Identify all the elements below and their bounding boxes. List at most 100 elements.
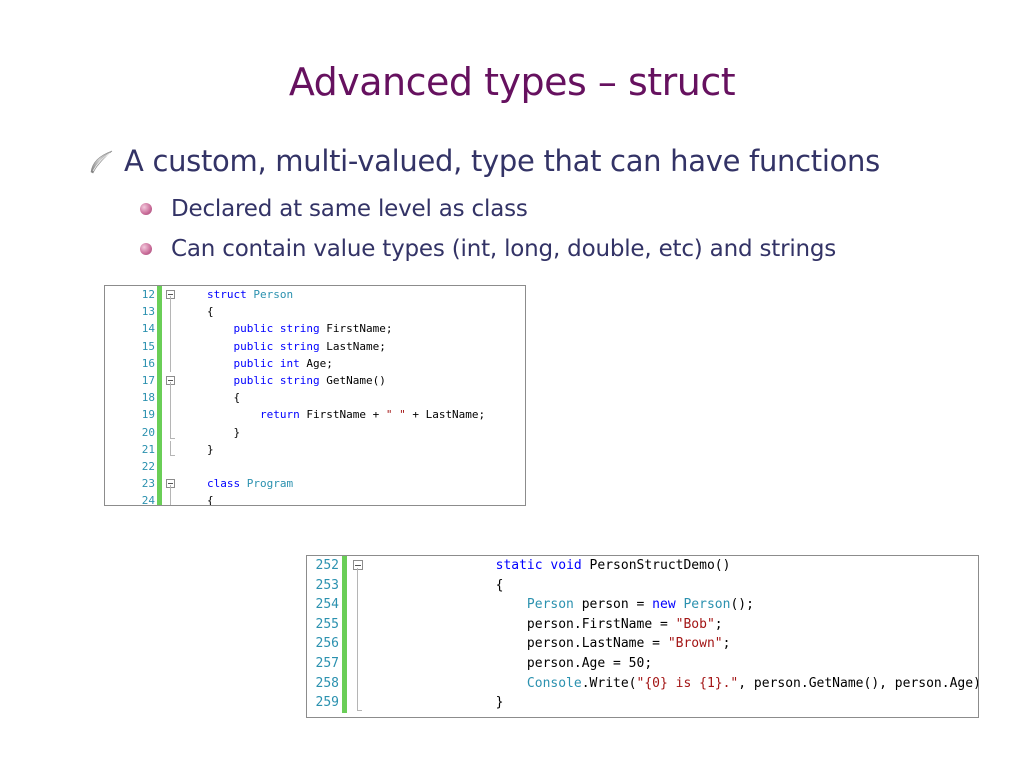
outline-line [170, 423, 171, 439]
code-token: , person.GetName(), person.Age); [738, 675, 979, 691]
code-token: Person [526, 597, 574, 613]
line-number: 24 [141, 494, 155, 506]
code-token: public [233, 356, 274, 370]
outline-margin [351, 673, 365, 694]
quill-bullet-icon [90, 150, 113, 174]
outline-margin [165, 372, 177, 390]
round-bullet-icon [140, 243, 152, 255]
code-token [207, 340, 234, 353]
line-number: 13 [141, 305, 155, 319]
code-line: 24 { [105, 492, 525, 506]
code-line: 16 public int Age; [105, 354, 525, 372]
outline-margin [165, 286, 177, 304]
outline-line [357, 693, 358, 711]
change-marker [157, 389, 162, 407]
change-marker [157, 371, 162, 390]
code-token [273, 322, 280, 335]
code-token: void [550, 558, 582, 573]
code-token: FirstName; [319, 322, 393, 336]
change-marker [157, 423, 162, 441]
outline-line [357, 673, 358, 694]
line-number: 18 [141, 391, 155, 405]
code-token: Age; [299, 356, 333, 370]
change-marker [157, 406, 162, 424]
outline-margin [351, 575, 365, 596]
code-line: 22 [105, 457, 525, 476]
change-marker [342, 556, 347, 576]
code-token: "Brown" [667, 636, 723, 652]
code-text: { [207, 492, 214, 506]
code-text: static void PersonStructDemo() [433, 556, 731, 576]
code-line: 17 public string GetName() [105, 371, 525, 390]
code-text: { [207, 303, 214, 320]
code-token: return [259, 408, 300, 422]
line-number: 23 [141, 477, 155, 491]
slide-title: Advanced types – struct [288, 60, 736, 104]
code-line: 23 class Program [105, 475, 525, 493]
collapse-icon[interactable] [353, 560, 363, 570]
change-marker [157, 457, 162, 476]
code-text: return FirstName + " " + LastName; [207, 406, 485, 423]
outline-margin [351, 653, 365, 674]
code-token: ; [714, 616, 723, 632]
bullet-level2: Declared at same level as class [140, 196, 528, 222]
outline-line [170, 320, 171, 338]
code-text: public string GetName() [207, 372, 386, 389]
outline-margin [165, 303, 177, 321]
code-token: class [207, 477, 241, 491]
outline-line [170, 492, 171, 505]
change-marker [342, 634, 347, 654]
code-token: { [207, 494, 214, 506]
outline-end [170, 454, 175, 456]
code-token: + LastName; [405, 408, 486, 422]
line-number: 259 [315, 695, 339, 711]
code-text: person.LastName = "Brown"; [433, 634, 731, 654]
line-number: 19 [141, 408, 155, 422]
bullet-text: A custom, multi-valued, type that can ha… [124, 144, 880, 178]
code-text: Console.Write("{0} is {1}.", person.GetN… [433, 674, 979, 694]
subbullet-text: Can contain value types (int, long, doub… [171, 236, 837, 262]
code-text: Person person = new Person(); [433, 595, 754, 615]
code-token [207, 374, 234, 387]
code-token: new [652, 597, 676, 613]
code-token: Person [683, 597, 731, 613]
outline-margin [351, 634, 365, 654]
code-token: person.FirstName = [433, 616, 676, 632]
code-token: Console [526, 675, 582, 691]
line-number: 12 [141, 288, 155, 301]
code-token: public [233, 373, 274, 387]
code-token: person.Age = 50; [433, 655, 653, 671]
code-text: person.FirstName = "Bob"; [433, 615, 723, 635]
outline-line [357, 575, 358, 596]
code-token: ; [722, 636, 731, 652]
code-token: PersonStructDemo() [581, 558, 731, 573]
code-token [207, 408, 260, 421]
code-token [433, 597, 527, 612]
line-number: 258 [315, 675, 339, 691]
line-number: 254 [315, 597, 339, 613]
code-token: Program [246, 477, 294, 491]
change-marker [157, 354, 162, 372]
outline-line [357, 567, 358, 576]
change-marker [157, 320, 162, 338]
code-token: { [207, 391, 241, 405]
code-token: struct [207, 288, 247, 301]
outline-line [170, 382, 171, 390]
code-line: 21} [105, 440, 525, 458]
code-line: 258 Console.Write("{0} is {1}.", person.… [307, 673, 979, 694]
code-token: public [233, 322, 274, 336]
outline-line [170, 389, 171, 407]
code-line: 257 person.Age = 50; [307, 653, 978, 674]
code-token: { [207, 305, 214, 319]
code-token [273, 357, 280, 370]
outline-line [357, 634, 358, 654]
change-marker [157, 337, 162, 355]
code-token: string [279, 322, 320, 336]
code-token: FirstName + [299, 408, 386, 422]
change-marker [157, 492, 162, 505]
change-marker [157, 303, 162, 321]
code-line: 15 public string LastName; [105, 337, 525, 355]
code-line: 13 { [105, 303, 525, 321]
code-text: { [207, 389, 240, 406]
code-text: public string LastName; [207, 338, 386, 355]
